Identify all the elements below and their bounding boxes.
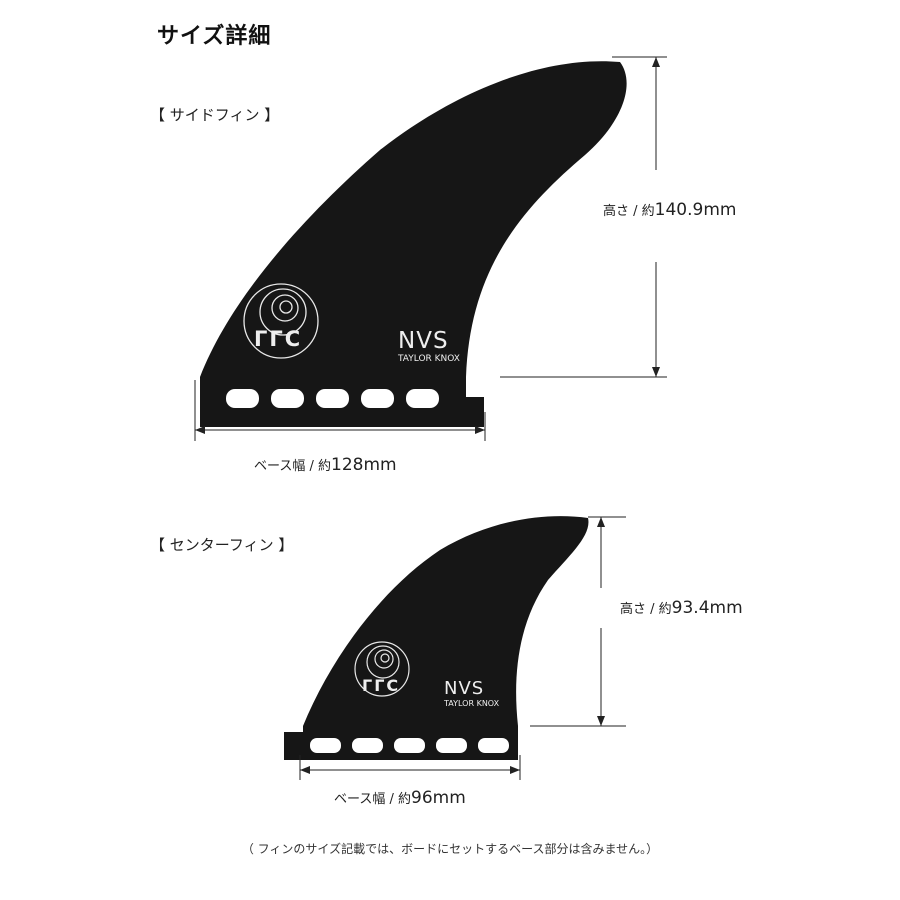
center-fin-base-label: ベース幅 / 約 <box>334 792 411 807</box>
center-fin-brand: NVS <box>444 678 485 699</box>
center-fin-logo <box>354 641 410 697</box>
side-fin-height-value: 140.9mm <box>654 200 737 220</box>
side-fin-brand: NVS <box>398 328 449 354</box>
side-fin-base-label: ベース幅 / 約 <box>254 459 331 474</box>
side-fin <box>200 61 627 427</box>
side-fin-logo <box>243 283 319 359</box>
center-fin-body <box>303 516 589 726</box>
center-fin-height-dimension: 高さ / 約93.4mm <box>620 598 743 618</box>
side-fin-height-dimension: 高さ / 約140.9mm <box>603 200 736 220</box>
side-fin-model: TAYLOR KNOX <box>398 354 460 364</box>
side-fin-base-value: 128mm <box>331 455 397 475</box>
center-fin-dimensions <box>299 516 626 780</box>
side-fin-logo-text: ΓΓC <box>254 327 303 351</box>
side-fin-base-slots <box>226 389 439 408</box>
center-fin <box>284 516 589 760</box>
center-fin-height-label: 高さ / 約 <box>620 602 672 617</box>
side-fin-section-label: 【 サイドフィン 】 <box>150 106 280 124</box>
center-fin-section-label: 【 センターフィン 】 <box>150 536 294 554</box>
center-fin-base-slots <box>310 738 509 753</box>
size-note: （ フィンのサイズ記載では、ボードにセットするベース部分は含みません。） <box>241 842 659 856</box>
center-fin-logo-text: ΓΓC <box>362 676 401 695</box>
center-fin-model: TAYLOR KNOX <box>444 699 500 708</box>
side-fin-dimensions <box>194 56 667 441</box>
page-title: サイズ詳細 <box>157 24 272 49</box>
side-fin-height-label: 高さ / 約 <box>603 204 655 219</box>
side-fin-body <box>200 61 627 377</box>
side-fin-base-dimension: ベース幅 / 約128mm <box>254 455 397 475</box>
center-fin-base-dimension: ベース幅 / 約96mm <box>334 788 466 808</box>
center-fin-height-value: 93.4mm <box>671 598 743 618</box>
center-fin-base-value: 96mm <box>411 788 466 808</box>
